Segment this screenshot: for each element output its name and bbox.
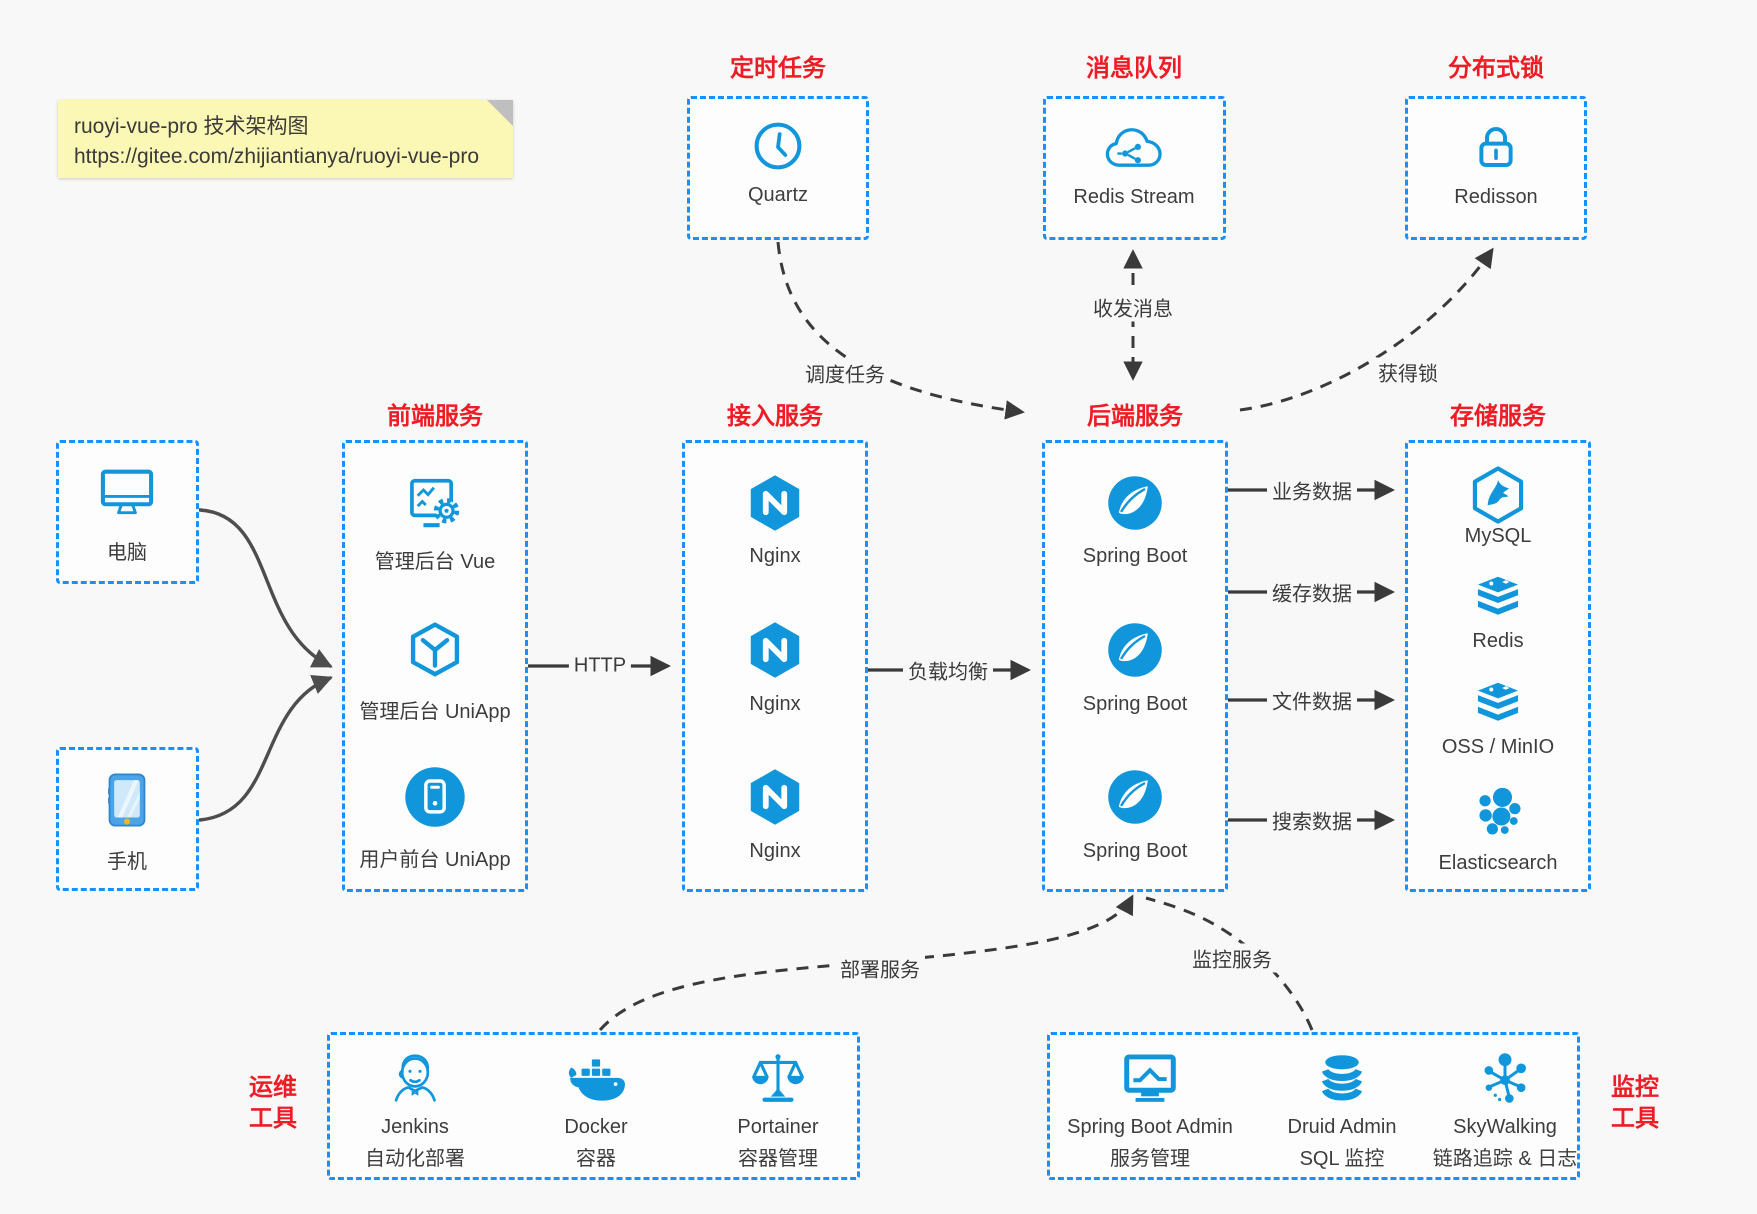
edge-acquire-lock	[1239, 247, 1494, 412]
item-label: 用户前台 UniApp	[359, 849, 511, 871]
nginx-icon-1	[747, 473, 803, 533]
edge-label-search-data: 搜索数据	[1267, 805, 1357, 835]
group-title-message-queue: 消息队列	[1086, 55, 1182, 82]
item-label: Redis	[1472, 630, 1524, 652]
edge-label-load-balance: 负载均衡	[903, 655, 993, 685]
spring-boot-icon-2	[1106, 621, 1164, 679]
skywalking-icon	[1477, 1050, 1533, 1106]
item-label: Nginx	[749, 545, 801, 567]
edge-label-file-data: 文件数据	[1267, 685, 1357, 715]
mysql-icon	[1468, 465, 1528, 525]
edge-label-acquire-lock: 获得锁	[1373, 357, 1443, 387]
tool-desc: 链路追踪 & 日志	[1432, 1148, 1578, 1170]
item-label: Spring Boot	[1082, 840, 1188, 862]
item-label: Nginx	[749, 693, 801, 715]
item-label: Redis Stream	[1073, 186, 1195, 208]
lock-icon	[1469, 120, 1523, 174]
portainer-icon	[749, 1051, 807, 1105]
group-title-scheduled-tasks: 定时任务	[730, 55, 826, 82]
edge-deploy-service	[598, 894, 1134, 1031]
edge-label-send-receive-msg: 收发消息	[1088, 292, 1178, 322]
oss-minio-icon	[1469, 681, 1527, 728]
edge-label-cache-data: 缓存数据	[1267, 577, 1357, 607]
item-label: Elasticsearch	[1438, 852, 1558, 874]
edge-label-http: HTTP	[568, 654, 632, 678]
edge-phone-frontend	[198, 675, 333, 822]
note-title: ruoyi-vue-pro 技术架构图	[74, 115, 309, 138]
item-label: MySQL	[1464, 525, 1532, 547]
uniapp-circle-icon	[403, 765, 467, 829]
edge-label-monitor-service: 监控服务	[1187, 943, 1277, 973]
item-label: Spring Boot	[1082, 545, 1188, 567]
nginx-icon-3	[747, 767, 803, 827]
edge-label-business-data: 业务数据	[1267, 475, 1357, 505]
group-title-gateway: 接入服务	[727, 403, 823, 430]
tool-desc: 容器管理	[738, 1148, 818, 1170]
item-label: 管理后台 Vue	[374, 551, 496, 573]
tool-name: Portainer	[737, 1116, 819, 1138]
spring-boot-icon-3	[1106, 768, 1164, 826]
tool-name: SkyWalking	[1453, 1116, 1557, 1138]
druid-icon	[1316, 1052, 1368, 1104]
lock-box	[1405, 96, 1587, 240]
group-title-storage: 存储服务	[1450, 403, 1546, 430]
item-label: OSS / MinIO	[1441, 736, 1555, 758]
item-label: 管理后台 UniApp	[359, 701, 511, 723]
tool-desc: 服务管理	[1110, 1148, 1190, 1170]
tool-desc: 自动化部署	[365, 1148, 465, 1170]
client-label: 手机	[107, 851, 147, 873]
clock-icon	[751, 119, 805, 173]
desktop-icon	[98, 465, 156, 518]
group-title-frontend: 前端服务	[387, 403, 483, 430]
mq-box	[1043, 96, 1226, 240]
tool-desc: SQL 监控	[1299, 1148, 1385, 1170]
sticky-note: ruoyi-vue-pro 技术架构图 https://gitee.com/zh…	[58, 100, 513, 178]
tool-name: Jenkins	[381, 1116, 449, 1138]
group-title-distributed-lock: 分布式锁	[1448, 55, 1544, 82]
item-label: Redisson	[1454, 186, 1538, 208]
uniapp-hexagon-icon	[405, 620, 465, 680]
item-label: Nginx	[749, 840, 801, 862]
edge-label-deploy-service: 部署服务	[835, 953, 925, 983]
edge-label-schedule-task: 调度任务	[800, 358, 890, 388]
client-label: 电脑	[107, 542, 147, 564]
edge-schedule-task	[776, 241, 1025, 420]
group-title-monitoring-tools: 监控 工具	[1611, 1074, 1659, 1133]
jenkins-icon	[386, 1049, 444, 1107]
tool-name: Druid Admin	[1287, 1116, 1397, 1138]
tool-name: Spring Boot Admin	[1067, 1116, 1233, 1138]
redis-icon	[1469, 575, 1527, 622]
spring-boot-icon-1	[1106, 474, 1164, 532]
tool-desc: 容器	[576, 1148, 616, 1170]
group-title-ops-tools: 运维 工具	[249, 1074, 297, 1133]
elasticsearch-icon	[1471, 785, 1525, 839]
note-url: https://gitee.com/zhijiantianya/ruoyi-vu…	[74, 145, 480, 169]
smartphone-icon	[107, 772, 147, 828]
docker-icon	[565, 1056, 627, 1104]
monitoring-box	[1047, 1032, 1580, 1180]
vue-admin-icon	[405, 475, 465, 535]
edge-monitor-service	[1145, 896, 1314, 1031]
edge-pc-frontend	[198, 508, 333, 668]
tool-name: Docker	[564, 1116, 628, 1138]
item-label: Quartz	[747, 184, 809, 206]
item-label: Spring Boot	[1082, 693, 1188, 715]
nginx-icon-2	[747, 620, 803, 680]
group-title-backend: 后端服务	[1087, 403, 1183, 430]
cloud-stream-icon	[1103, 126, 1165, 171]
spring-boot-admin-icon	[1121, 1053, 1179, 1104]
